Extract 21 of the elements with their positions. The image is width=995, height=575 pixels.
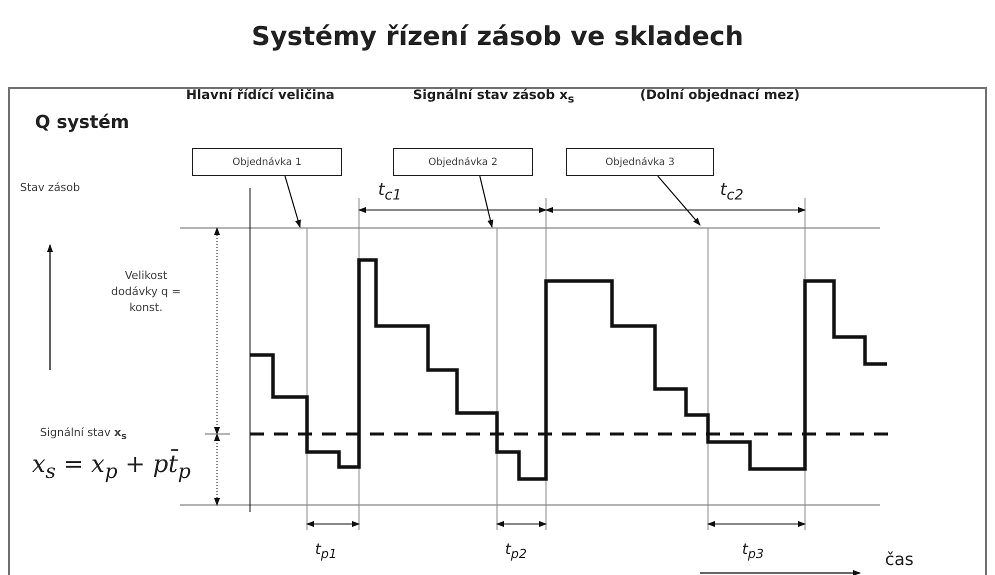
axis-label: Stav zásob	[20, 180, 80, 196]
signal-level-label: Signální stav x$_{s}$	[40, 426, 127, 442]
heading-text: Signální stav zásob x$_{s}$	[413, 88, 574, 106]
leader-arrow	[479, 176, 494, 228]
leader-arrow	[657, 176, 701, 226]
dimension-label: Velikost dodávky q = konst.	[110, 268, 182, 316]
dimension-label: t$_{p2}$	[505, 540, 527, 561]
heading-text: Hlavní řídící veličina	[186, 88, 335, 103]
dimension-label: t$_{p1}$	[315, 540, 337, 561]
dimension-label: t$_{c1}$	[378, 180, 402, 204]
heading-text: (Dolní objednací mez)	[640, 88, 800, 103]
section-heading: Q systém	[35, 112, 130, 133]
title: Systémy řízení zásob ve skladech	[250, 22, 744, 52]
order-box: Objednávka 1	[192, 148, 342, 176]
dimension-label: t$_{p3}$	[742, 540, 764, 561]
dimension-label: t$_{c2}$	[720, 180, 744, 204]
axis-label: čas	[885, 550, 914, 570]
formula: x$_{s}$ = x$_{p}$ + pt̄$_{p}$	[32, 450, 191, 483]
leader-arrow	[284, 176, 301, 228]
order-box: Objednávka 3	[566, 148, 714, 176]
order-box: Objednávka 2	[393, 148, 533, 176]
